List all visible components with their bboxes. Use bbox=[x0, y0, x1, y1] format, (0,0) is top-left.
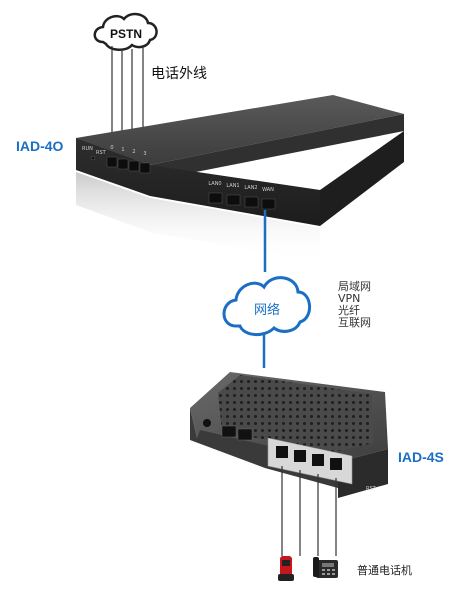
lan-port-label: LAN1 bbox=[226, 183, 239, 189]
network-types: 局域网 VPN 光纤 互联网 bbox=[338, 281, 371, 329]
run-label: RUN bbox=[82, 146, 93, 152]
phones-label: 普通电话机 bbox=[357, 564, 412, 577]
fxs-port bbox=[330, 458, 342, 470]
desk-phone-icon bbox=[313, 557, 338, 578]
lan-ports: LAN0 LAN1 LAN2 WAN bbox=[208, 181, 276, 210]
lan-port-label: LAN2 bbox=[244, 185, 257, 191]
lan-port-label: LAN0 bbox=[208, 181, 221, 187]
power-jack-icon bbox=[203, 419, 211, 427]
lan-port bbox=[208, 192, 223, 204]
lan-port bbox=[244, 196, 259, 208]
wan-port-label: WAN bbox=[262, 187, 274, 193]
fxs-port bbox=[312, 454, 324, 466]
network-type-vpn: VPN bbox=[338, 292, 361, 305]
iad-4s-device: RST bbox=[190, 372, 388, 498]
pstn-label: PSTN bbox=[110, 27, 142, 41]
fxo-port bbox=[128, 160, 140, 172]
fxs-port bbox=[276, 446, 288, 458]
pstn-cloud-icon bbox=[93, 12, 158, 51]
fxo-port-label: 1 bbox=[121, 147, 124, 153]
wan-port bbox=[261, 198, 276, 210]
fxo-port-label: 2 bbox=[132, 149, 135, 155]
network-type-fiber: 光纤 bbox=[338, 304, 360, 317]
network-cloud-icon bbox=[222, 276, 311, 336]
network-links bbox=[262, 210, 267, 368]
reset-button-icon bbox=[90, 155, 96, 161]
network-label: 网络 bbox=[254, 302, 280, 318]
rst-label: RST bbox=[366, 486, 377, 492]
fxo-port bbox=[106, 156, 118, 168]
lan-port bbox=[221, 425, 237, 438]
fxo-port-label: 0 bbox=[110, 145, 113, 151]
cordless-phone-icon bbox=[278, 556, 294, 581]
network-type-internet: 互联网 bbox=[338, 316, 371, 329]
fxo-port bbox=[139, 162, 151, 174]
phone-lines-label: 电话外线 bbox=[151, 66, 207, 82]
fxs-lines bbox=[281, 466, 337, 556]
lan-port bbox=[226, 194, 241, 206]
top-device-panel: RUN RST bbox=[82, 146, 107, 161]
fxo-ports: 0 1 2 3 bbox=[106, 145, 151, 174]
network-type-lan: 局域网 bbox=[338, 280, 371, 293]
iad-4o-device bbox=[76, 95, 404, 262]
rst-label: RST bbox=[96, 150, 107, 156]
iad-4o-model-label: IAD-4O bbox=[16, 138, 64, 154]
fxs-port bbox=[294, 450, 306, 462]
fxo-port bbox=[117, 158, 129, 170]
iad-4s-model-label: IAD-4S bbox=[398, 449, 444, 465]
fxo-port-label: 3 bbox=[143, 151, 146, 157]
wan-port bbox=[237, 428, 253, 441]
